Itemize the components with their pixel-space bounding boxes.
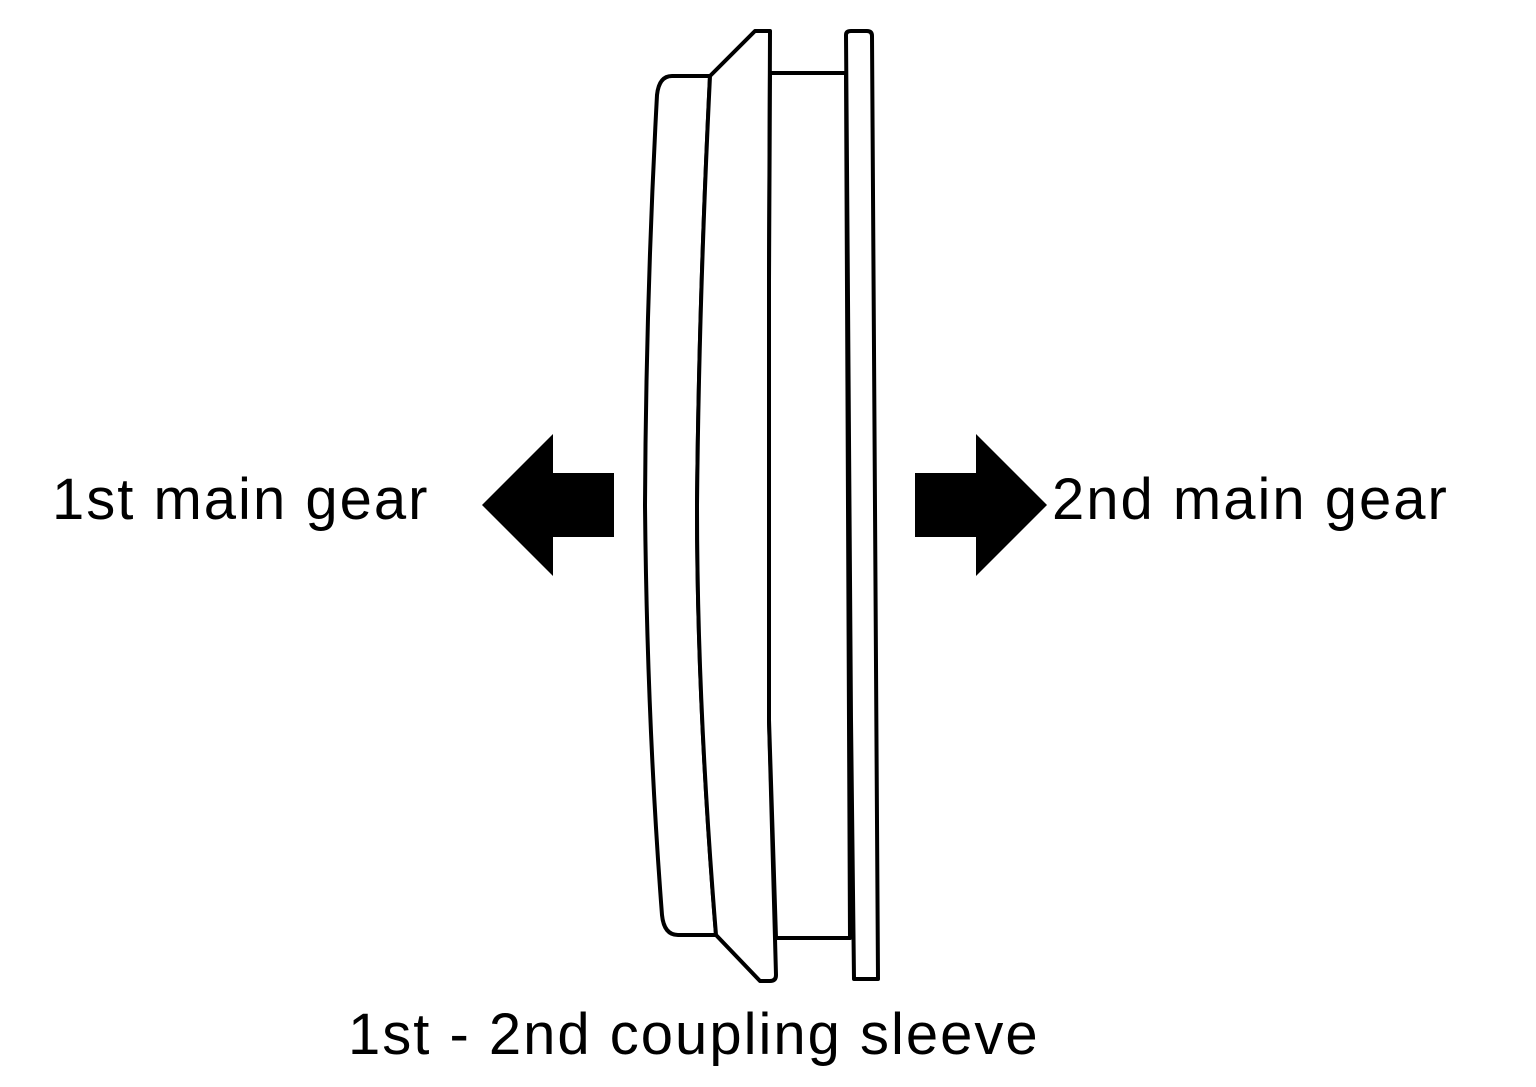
sleeve-flange — [844, 29, 880, 981]
sleeve-hub — [767, 71, 852, 940]
label-1st-main-gear: 1st main gear — [52, 467, 430, 532]
coupling-sleeve — [643, 29, 880, 983]
arrow-left-icon — [482, 434, 614, 576]
arrow-right-icon — [915, 434, 1047, 576]
sleeve-main-body — [695, 29, 778, 983]
label-coupling-sleeve: 1st - 2nd coupling sleeve — [348, 1002, 1040, 1067]
label-2nd-main-gear: 2nd main gear — [1052, 467, 1449, 532]
